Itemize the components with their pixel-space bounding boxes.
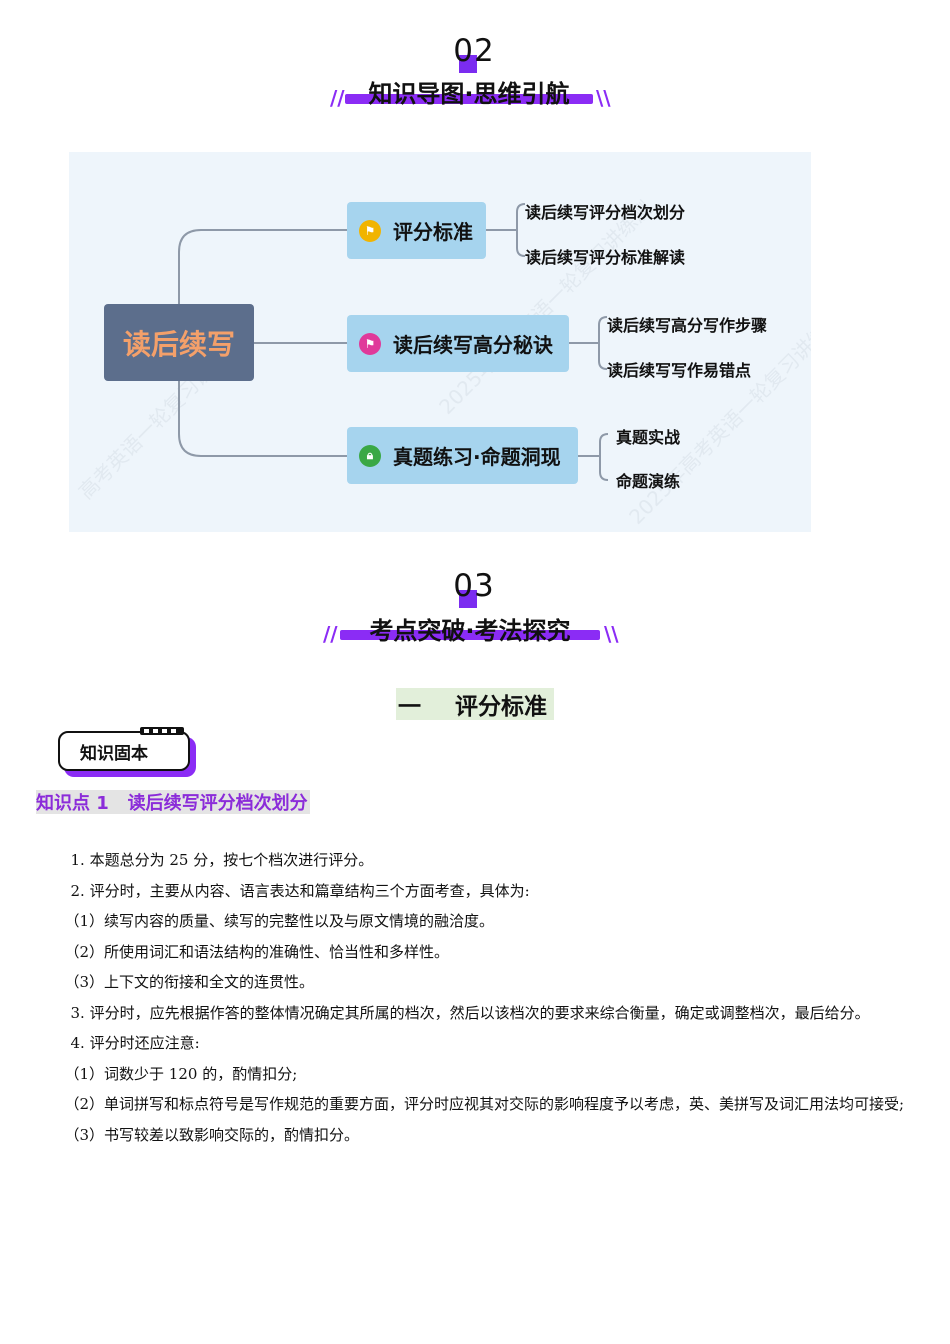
knowledge-point-label: 知识点 1 (36, 793, 109, 814)
paragraph: （1）续写内容的质量、续写的完整性以及与原文情境的融洽度。 (64, 912, 495, 930)
section-number: 03 (414, 568, 534, 608)
section-number-text: 03 (453, 568, 495, 604)
subsection-title: 评分标准 (455, 694, 547, 720)
branch-high-score-tips: ⚑ 读后续写高分秘诀 (347, 315, 569, 372)
title-underline-bar (340, 630, 600, 640)
body-text: 1. 本题总分为 25 分，按七个档次进行评分。 2. 评分时，主要从内容、语言… (36, 845, 912, 1150)
leaf-item: 读后续写评分档次划分 (525, 203, 686, 222)
branch-scoring-standard: ⚑ 评分标准 (347, 202, 486, 259)
leaf-item: 真题实战 (616, 428, 681, 447)
lock-icon: 🔒︎ (359, 444, 381, 467)
mind-map: 高考英语一轮复习讲练测 2025年高考英语一轮复习讲练测 2025年高考英语一轮… (69, 152, 811, 532)
knowledge-badge: 知识固本 (58, 731, 190, 771)
left-slash-decoration: // (330, 86, 345, 110)
section-title: 知识导图·思维引航 (368, 80, 570, 108)
paragraph: （3）书写较差以致影响交际的，酌情扣分。 (64, 1125, 360, 1144)
branch-real-exam-practice: 🔒︎ 真题练习·命题洞现 (347, 427, 578, 484)
paragraph: （2）所使用词汇和语法结构的准确性、恰当性和多样性。 (64, 942, 450, 961)
paragraph: （3）上下文的衔接和全文的连贯性。 (64, 973, 315, 991)
knowledge-point-heading: 知识点 1 读后续写评分档次划分 (36, 790, 310, 814)
flag-icon: ⚑ (359, 219, 381, 242)
flag-icon: ⚑ (359, 332, 381, 355)
right-slash-decoration: \\ (596, 86, 611, 110)
section-number-text: 02 (453, 33, 495, 69)
paragraph: 4. 评分时还应注意: (70, 1034, 200, 1052)
knowledge-point-title: 读后续写评分档次划分 (127, 793, 308, 814)
section-number: 02 (414, 33, 534, 73)
paragraph: （1）词数少于 120 的，酌情扣分; (64, 1064, 298, 1083)
subsection-heading: 一 评分标准 (396, 688, 554, 720)
leaf-item: 读后续写高分写作步骤 (607, 316, 768, 335)
section-title: 考点突破·考法探究 (369, 617, 571, 645)
mind-map-root: 读后续写 (104, 304, 254, 381)
badge-decoration (140, 727, 184, 735)
branch-label: 读后续写高分秘诀 (393, 333, 553, 357)
paragraph: 3. 评分时，应先根据作答的整体情况确定其所属的档次，然后以该档次的要求来综合衡… (70, 1003, 870, 1022)
branch-label: 真题练习·命题洞现 (393, 445, 561, 469)
paragraph: 2. 评分时，主要从内容、语言表达和篇章结构三个方面考查，具体为: (70, 881, 530, 900)
leaf-item: 读后续写评分标准解读 (525, 248, 686, 267)
paragraph: 1. 本题总分为 25 分，按七个档次进行评分。 (70, 851, 374, 869)
leaf-item: 命题演练 (616, 472, 681, 491)
paragraph: （2）单词拼写和标点符号是写作规范的重要方面，评分时应视其对交际的影响程度予以考… (64, 1095, 905, 1113)
branch-label: 评分标准 (393, 220, 473, 244)
subsection-index: 一 (398, 694, 421, 720)
mind-map-connectors (178, 203, 609, 481)
title-underline-bar (345, 94, 593, 104)
leaf-item: 读后续写写作易错点 (607, 361, 752, 380)
badge-label: 知识固本 (80, 743, 148, 764)
left-slash-decoration: // (323, 622, 338, 646)
right-slash-decoration: \\ (604, 622, 619, 646)
